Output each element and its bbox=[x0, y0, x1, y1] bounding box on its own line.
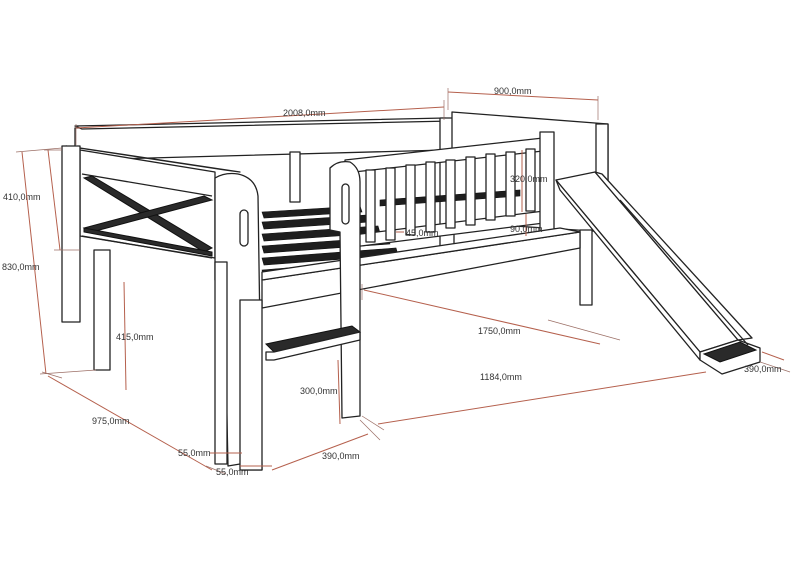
dim-ladder-offset: 1184,0mm bbox=[361, 371, 707, 431]
ladder-post-handle-slot bbox=[341, 183, 350, 225]
head-left-post bbox=[61, 145, 81, 323]
dim-total-height-label: 830,0mm bbox=[2, 262, 40, 272]
dim-overall-length: 2008,0mm bbox=[75, 100, 445, 145]
dim-headboard-height-label: 410,0mm bbox=[3, 192, 41, 202]
dim-ladder-width: 390,0mm bbox=[271, 419, 381, 471]
dim-total-height: 830,0mm bbox=[2, 147, 97, 375]
dim-rail-gap: 45,0mm bbox=[396, 228, 439, 238]
dim-slide-width-label: 390,0mm bbox=[744, 364, 782, 374]
slide bbox=[555, 171, 761, 375]
dim-ladder-offset-label: 1184,0mm bbox=[480, 372, 522, 382]
dim-ladder-step-height-label: 300,0mm bbox=[300, 386, 338, 396]
dim-post-width-a: 55,0mm bbox=[178, 448, 242, 458]
head-front-leg bbox=[214, 261, 228, 465]
ladder-post bbox=[329, 160, 361, 419]
front-corner-leg bbox=[239, 299, 263, 471]
dim-rail-height-label: 320,0mm bbox=[510, 174, 548, 184]
slide-end-leg bbox=[579, 229, 593, 306]
dim-overall-length-label: 2008,0mm bbox=[283, 108, 326, 118]
dim-post-width-b: 55,0mm bbox=[216, 465, 272, 477]
dim-slide-width: 390,0mm bbox=[744, 351, 791, 374]
dim-headboard-height: 410,0mm bbox=[3, 149, 80, 251]
dim-post-width-a-label: 55,0mm bbox=[178, 448, 211, 458]
dim-rail-gap-label: 45,0mm bbox=[406, 228, 439, 238]
dim-bed-width: 975,0mm bbox=[41, 371, 227, 475]
dim-under-bed-height: 415,0mm bbox=[116, 281, 154, 391]
dim-rail-bottom-gap-label: 90,0mm bbox=[510, 224, 543, 234]
dim-rail-height: 320,0mm bbox=[510, 150, 548, 212]
head-left-rear-leg bbox=[93, 249, 111, 371]
balusters bbox=[365, 148, 536, 243]
dim-ladder-width-label: 390,0mm bbox=[322, 451, 360, 461]
dim-rail-bottom-gap: 90,0mm bbox=[510, 214, 543, 236]
headboard-x-brace bbox=[82, 175, 214, 257]
dim-bed-width-label: 975,0mm bbox=[92, 416, 130, 426]
dim-slide-length: 900,0mm bbox=[447, 86, 599, 120]
dim-slide-length-label: 900,0mm bbox=[494, 86, 532, 96]
dim-inner-length: 1750,0mm bbox=[361, 284, 621, 345]
dim-inner-length-label: 1750,0mm bbox=[478, 326, 521, 336]
dim-under-bed-height-label: 415,0mm bbox=[116, 332, 154, 342]
head-post-handle-slot bbox=[239, 209, 249, 247]
back-mid-post bbox=[289, 151, 301, 203]
dim-ladder-step-height: 300,0mm bbox=[300, 359, 341, 425]
dim-post-width-b-label: 55,0mm bbox=[216, 467, 249, 477]
